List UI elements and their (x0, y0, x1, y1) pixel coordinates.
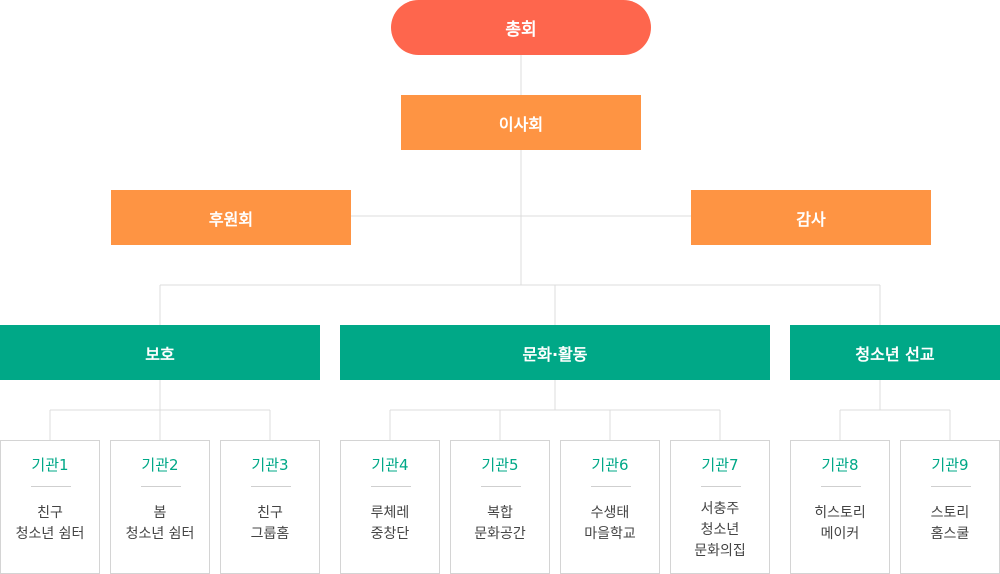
description-line: 청소년 쉼터 (125, 526, 195, 542)
institution-description: 수생태 마을학교 (561, 503, 659, 545)
description-line: 청소년 쉼터 (15, 526, 85, 542)
institution-title: 기관3 (251, 456, 289, 474)
institution-divider (31, 486, 71, 487)
description-line: 친구 (257, 505, 283, 521)
description-line: 홈스쿨 (930, 526, 970, 542)
institution-divider (591, 486, 631, 487)
audit-label: 감사 (796, 209, 826, 229)
description-line: 히스토리 (814, 505, 866, 521)
institution-divider (251, 486, 291, 487)
institution-description: 루체레 중창단 (341, 503, 439, 545)
institution-title: 기관5 (481, 456, 519, 474)
description-line: 봄 (153, 505, 167, 521)
general-assembly-label: 총회 (505, 20, 537, 40)
description-line: 메이커 (820, 526, 860, 542)
institution-description: 히스토리 메이커 (791, 503, 889, 545)
institution-divider (141, 486, 181, 487)
description-line: 복합 (487, 505, 513, 521)
description-line: 친구 (37, 505, 63, 521)
institution-description: 스토리 홈스쿨 (901, 503, 999, 545)
description-line: 루체레 (370, 505, 410, 521)
description-line: 서충주 (700, 501, 740, 517)
board-node: 이사회 (401, 95, 641, 150)
institution-description: 친구 그룹홈 (221, 503, 319, 545)
institution-card-7: 기관7 서충주 청소년 문화의집 (670, 440, 770, 574)
institution-title: 기관2 (141, 456, 179, 474)
institution-description: 복합 문화공간 (451, 503, 549, 545)
institution-description: 봄 청소년 쉼터 (111, 503, 209, 545)
institution-divider (931, 486, 971, 487)
division-label: 보호 (145, 344, 175, 364)
description-line: 중창단 (370, 526, 410, 542)
institution-card-2: 기관2 봄 청소년 쉼터 (110, 440, 210, 574)
description-line: 문화의집 (694, 543, 746, 559)
institution-card-3: 기관3 친구 그룹홈 (220, 440, 320, 574)
description-line: 청소년 (700, 522, 740, 538)
institution-title: 기관7 (701, 456, 739, 474)
description-line: 그룹홈 (250, 526, 290, 542)
institution-title: 기관8 (821, 456, 859, 474)
institution-card-5: 기관5 복합 문화공간 (450, 440, 550, 574)
institution-title: 기관9 (931, 456, 969, 474)
description-line: 수생태 (590, 505, 630, 521)
division-label: 청소년 선교 (855, 344, 935, 364)
description-line: 마을학교 (584, 526, 636, 542)
institution-card-6: 기관6 수생태 마을학교 (560, 440, 660, 574)
institution-card-9: 기관9 스토리 홈스쿨 (900, 440, 1000, 574)
institution-divider (701, 486, 741, 487)
institution-title: 기관1 (31, 456, 69, 474)
institution-card-4: 기관4 루체레 중창단 (340, 440, 440, 574)
board-label: 이사회 (498, 114, 544, 134)
description-line: 문화공간 (474, 526, 526, 542)
supporters-label: 후원회 (208, 209, 254, 229)
institution-divider (371, 486, 411, 487)
institution-description: 서충주 청소년 문화의집 (671, 499, 769, 562)
general-assembly-node: 총회 (391, 0, 651, 55)
description-line: 스토리 (930, 505, 970, 521)
audit-node: 감사 (691, 190, 931, 245)
institution-title: 기관6 (591, 456, 629, 474)
division-label: 문화·활동 (522, 344, 588, 364)
division-node-youth-mission: 청소년 선교 (790, 325, 1000, 380)
institution-card-8: 기관8 히스토리 메이커 (790, 440, 890, 574)
division-node-protection: 보호 (0, 325, 320, 380)
institution-description: 친구 청소년 쉼터 (1, 503, 99, 545)
division-node-culture: 문화·활동 (340, 325, 770, 380)
institution-divider (821, 486, 861, 487)
institution-card-1: 기관1 친구 청소년 쉼터 (0, 440, 100, 574)
institution-divider (481, 486, 521, 487)
institution-title: 기관4 (371, 456, 409, 474)
supporters-node: 후원회 (111, 190, 351, 245)
